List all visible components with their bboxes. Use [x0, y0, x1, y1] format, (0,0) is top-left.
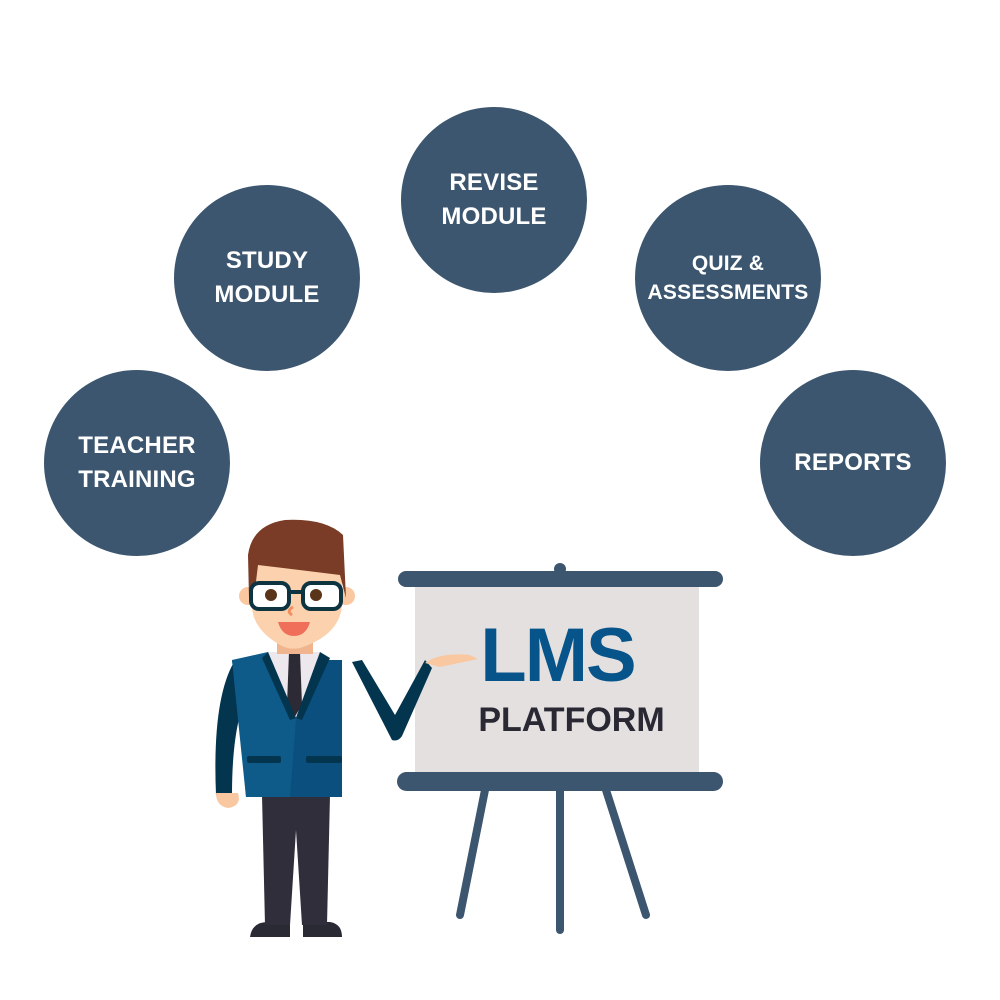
board-title: LMS	[480, 613, 636, 698]
board-subtitle: PLATFORM	[478, 701, 665, 739]
module-revise: REVISE MODULE	[401, 107, 587, 293]
module-study: STUDY MODULE	[174, 185, 360, 371]
module-reports: REPORTS	[760, 370, 946, 556]
teacher-character-icon	[215, 519, 478, 937]
module-quiz-assessments: QUIZ & ASSESSMENTS	[635, 185, 821, 371]
module-teacher-training: TEACHER TRAINING	[44, 370, 230, 556]
presentation-board-icon	[397, 563, 723, 934]
